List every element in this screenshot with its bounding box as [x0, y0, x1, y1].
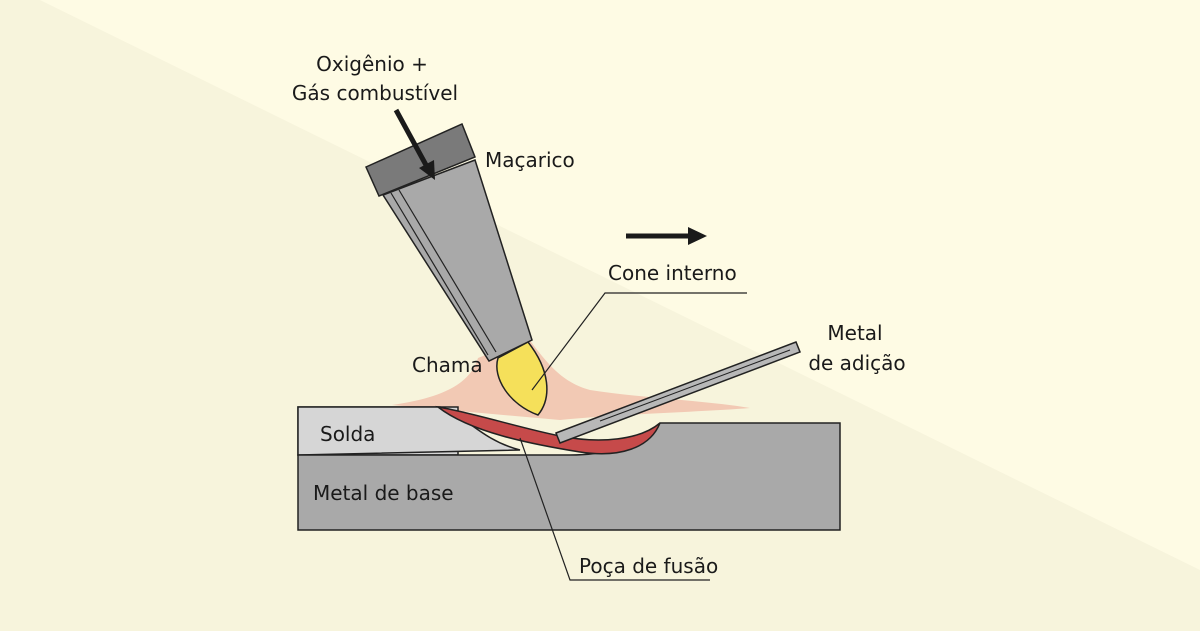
torch-body: [381, 159, 533, 362]
inner-cone-label: Cone interno: [608, 261, 737, 285]
inner-cone: [496, 341, 548, 416]
gas-label-line2: Gás combustível: [292, 81, 458, 105]
filler-rod: [555, 341, 801, 444]
arrow-down-right-icon: [393, 108, 435, 180]
background-highlight: [40, 0, 1200, 570]
weld-pool: [435, 405, 661, 455]
weld-pool-label: Poça de fusão: [579, 554, 718, 578]
weld-label: Solda: [320, 422, 375, 446]
gas-label-line1: Oxigênio +: [316, 52, 428, 76]
filler-label-line1: Metal: [827, 321, 882, 345]
torch-label: Maçarico: [485, 148, 575, 172]
weld-pool-leader: [519, 437, 710, 581]
inner-cone-leader: [531, 292, 747, 391]
base-metal-label: Metal de base: [313, 481, 454, 505]
arrow-right-icon: [626, 227, 707, 245]
flame-label: Chama: [412, 353, 483, 377]
filler-label-line2: de adição: [808, 351, 905, 375]
